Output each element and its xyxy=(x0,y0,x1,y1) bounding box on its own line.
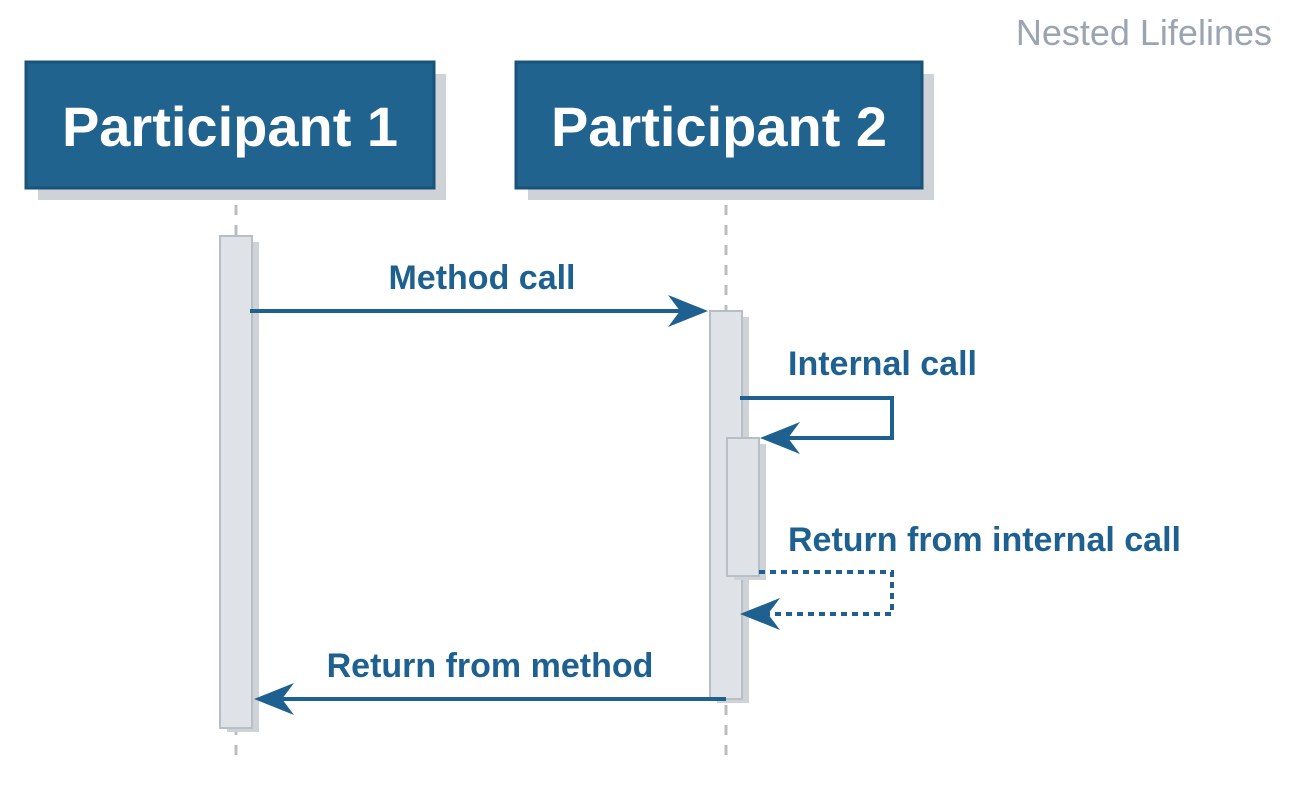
participant-2-label: Participant 2 xyxy=(551,95,887,158)
message-internal-call-label: Internal call xyxy=(788,345,977,383)
nested-activation-bar-participant-2 xyxy=(726,437,766,580)
participant-1-label: Participant 1 xyxy=(62,95,398,158)
message-return-from-internal-call-label: Return from internal call xyxy=(788,521,1181,559)
message-internal-call: Internal call xyxy=(740,345,977,454)
message-return-from-method: Return from method xyxy=(254,647,726,715)
message-return-from-method-label: Return from method xyxy=(327,647,654,685)
arrowhead-icon xyxy=(740,598,780,630)
message-method-call-label: Method call xyxy=(388,259,575,297)
arrowhead-icon xyxy=(254,683,294,715)
participant-2-box: Participant 2 xyxy=(514,60,934,200)
message-return-from-internal-call: Return from internal call xyxy=(740,521,1181,630)
arrowhead-icon xyxy=(668,295,708,327)
arrowhead-icon xyxy=(760,422,800,454)
activation-bar-participant-1 xyxy=(219,235,259,732)
message-method-call: Method call xyxy=(250,259,708,327)
diagram-title: Nested Lifelines xyxy=(1016,12,1272,53)
participant-1-box: Participant 1 xyxy=(24,60,446,200)
